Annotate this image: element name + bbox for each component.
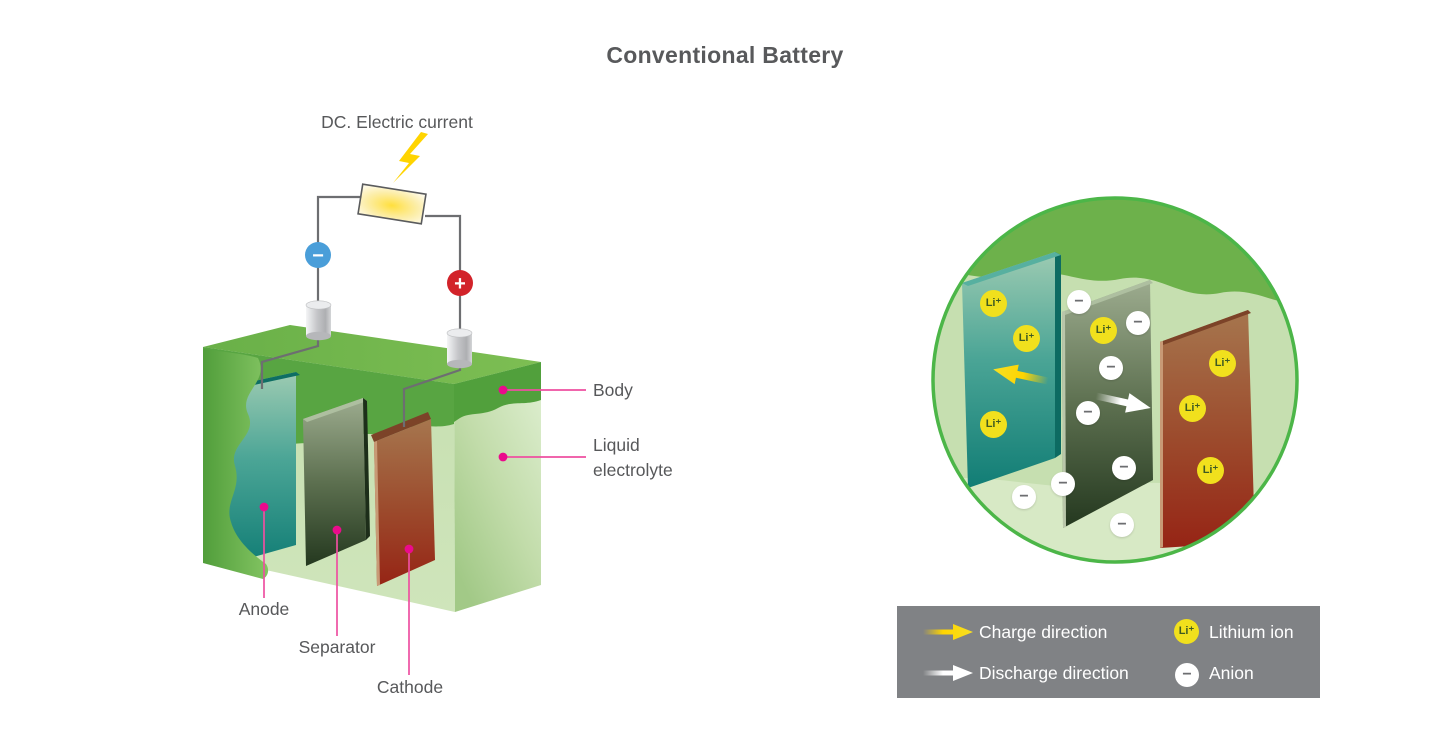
anion-token: − [1067, 290, 1091, 314]
positive-terminal-badge: + [447, 270, 473, 296]
lithium-ion-symbol: Li⁺ [1095, 324, 1112, 336]
anion-symbol: − [1058, 475, 1068, 492]
anion-token: − [1126, 311, 1150, 335]
anion-symbol: − [1106, 359, 1116, 376]
lithium-ion-label: Lithium ion [1209, 622, 1294, 642]
lithium-ion-symbol: Li⁺ [1202, 464, 1219, 476]
cathode-plate [371, 412, 435, 586]
callout-dots [259, 385, 508, 554]
negative-terminal-post [305, 300, 332, 341]
anion-token: − [1110, 513, 1134, 537]
electrolyte-label: Liquid electrolyte [593, 433, 673, 483]
anion-symbol: − [1117, 516, 1127, 533]
anion-token: − [1099, 356, 1123, 380]
anion-symbol: − [1119, 459, 1129, 476]
electrolyte-label-line2: electrolyte [593, 460, 673, 480]
battery-illustration: − + [203, 132, 586, 675]
lithium-ion-token: Li⁺ [1090, 317, 1117, 344]
lithium-ion-token: Li⁺ [980, 411, 1007, 438]
anion-legend-token: − [1175, 663, 1199, 687]
positive-terminal-post [446, 328, 473, 369]
positive-symbol: + [454, 273, 466, 295]
charge-arrow-icon [923, 624, 973, 640]
lithium-ion-token: Li⁺ [1197, 457, 1224, 484]
cathode-label: Cathode [376, 677, 444, 697]
lithium-ion-symbol: Li⁺ [985, 418, 1002, 430]
lithium-ion-symbol: Li⁺ [1214, 357, 1231, 369]
electric-load [357, 183, 427, 225]
separator-plate [303, 398, 370, 566]
separator-label: Separator [298, 637, 376, 657]
negative-terminal-badge: − [305, 242, 331, 268]
charge-direction-label: Charge direction [979, 622, 1108, 642]
callout-guides [263, 389, 586, 675]
anion-label: Anion [1209, 663, 1254, 683]
lithium-ion-token: Li⁺ [1013, 325, 1040, 352]
anion-token: − [1012, 485, 1036, 509]
body-label: Body [593, 380, 633, 400]
cutaway-wall [203, 349, 269, 579]
lithium-ion-token: Li⁺ [1179, 395, 1206, 422]
anion-symbol: − [1074, 293, 1084, 310]
electrolyte-label-line1: Liquid [593, 435, 640, 455]
lithium-ion-symbol: Li⁺ [1018, 332, 1035, 344]
anion-token: − [1051, 472, 1075, 496]
lithium-ion-token: Li⁺ [1209, 350, 1236, 377]
diagram-title: Conventional Battery [606, 42, 844, 68]
lithium-ion-legend-token: Li⁺ [1174, 619, 1199, 644]
lithium-ion-symbol: Li⁺ [1184, 402, 1201, 414]
discharge-direction-arrow [1095, 392, 1151, 413]
anion-symbol: − [1019, 488, 1029, 505]
negative-symbol: − [312, 245, 324, 267]
lithium-ion-symbol: Li⁺ [985, 297, 1002, 309]
anode-label: Anode [238, 599, 290, 619]
anion-token: − [1076, 401, 1100, 425]
legend: Charge direction Discharge direction Li⁺… [897, 606, 1320, 698]
lithium-ion-symbol: Li⁺ [1178, 625, 1195, 637]
anion-symbol: − [1133, 314, 1143, 331]
discharge-arrow-icon [923, 665, 973, 681]
anion-token: − [1112, 456, 1136, 480]
lightning-bolt-icon [393, 132, 428, 183]
anion-symbol: − [1083, 404, 1093, 421]
dc-current-label: DC. Electric current [321, 112, 473, 132]
discharge-direction-label: Discharge direction [979, 663, 1129, 683]
lithium-ion-token: Li⁺ [980, 290, 1007, 317]
charge-direction-arrow [993, 364, 1049, 385]
